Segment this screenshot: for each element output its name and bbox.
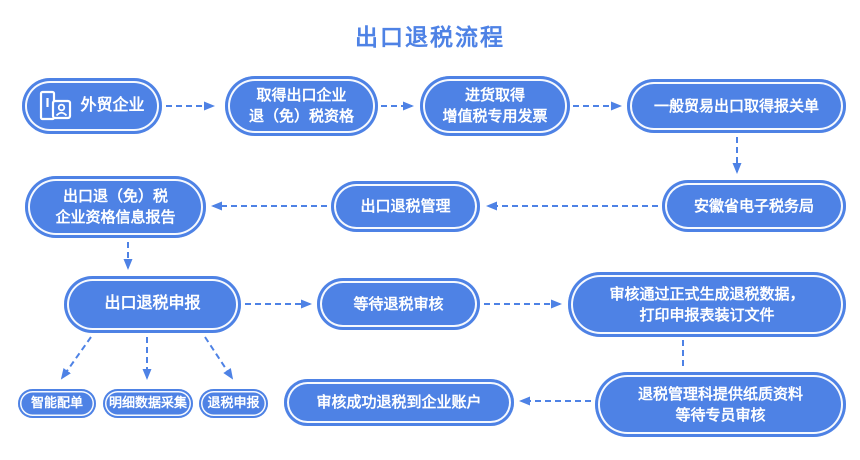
node-label: 外贸企业 (80, 96, 145, 114)
node-detail-data-collection: 明细数据采集 (103, 389, 193, 418)
node-label: 出口退税管理 (360, 198, 451, 215)
node-label: 一般贸易出口取得报关单 (653, 97, 819, 115)
node-label: 退税管理科提供纸质资料 等待专员审核 (637, 385, 803, 424)
node-paper-materials-specialist-review: 退税管理科提供纸质资料 等待专员审核 (595, 372, 846, 437)
node-label: 进货取得 增值税专用发票 (442, 87, 548, 125)
node-label: 审核成功退税到企业账户 (316, 394, 482, 411)
node-qualification-info-report: 出口退（免）税 企业资格信息报告 (25, 176, 206, 238)
node-export-refund-qualification: 取得出口企业 退（免）税资格 (225, 76, 378, 136)
node-label: 取得出口企业 退（免）税资格 (248, 87, 354, 125)
node-label: 安徽省电子税务局 (693, 197, 814, 215)
node-label: 出口退（免）税 企业资格信息报告 (55, 188, 176, 226)
node-anhui-e-tax-bureau: 安徽省电子税务局 (662, 180, 846, 232)
node-label: 出口退税申报 (104, 295, 201, 313)
node-refund-declaration: 退税申报 (199, 389, 268, 418)
page-title: 出口退税流程 (355, 24, 505, 50)
node-customs-declaration: 一般贸易出口取得报关单 (627, 79, 846, 133)
node-smart-matching: 智能配单 (18, 389, 96, 418)
node-refund-to-company-account: 审核成功退税到企业账户 (284, 379, 514, 426)
node-export-refund-management: 出口退税管理 (331, 181, 480, 232)
node-label: 退税申报 (207, 395, 260, 411)
node-foreign-trade-company: 外贸企业 (22, 78, 162, 134)
node-label: 明细数据采集 (108, 395, 187, 411)
node-label: 等待退税审核 (353, 295, 444, 313)
arrow-shenbao-tuishui (204, 336, 234, 380)
node-label: 审核通过正式生成退税数据， 打印申报表装订文件 (609, 285, 805, 324)
node-export-refund-declaration: 出口退税申报 (64, 276, 241, 333)
node-await-refund-review: 等待退税审核 (317, 278, 480, 330)
arrow-shenbao-zhineng (60, 336, 92, 380)
node-generate-refund-data: 审核通过正式生成退税数据， 打印申报表装订文件 (568, 272, 846, 337)
node-label: 智能配单 (30, 395, 83, 411)
company-badge-icon (39, 90, 73, 122)
node-vat-invoice: 进货取得 增值税专用发票 (420, 76, 570, 136)
